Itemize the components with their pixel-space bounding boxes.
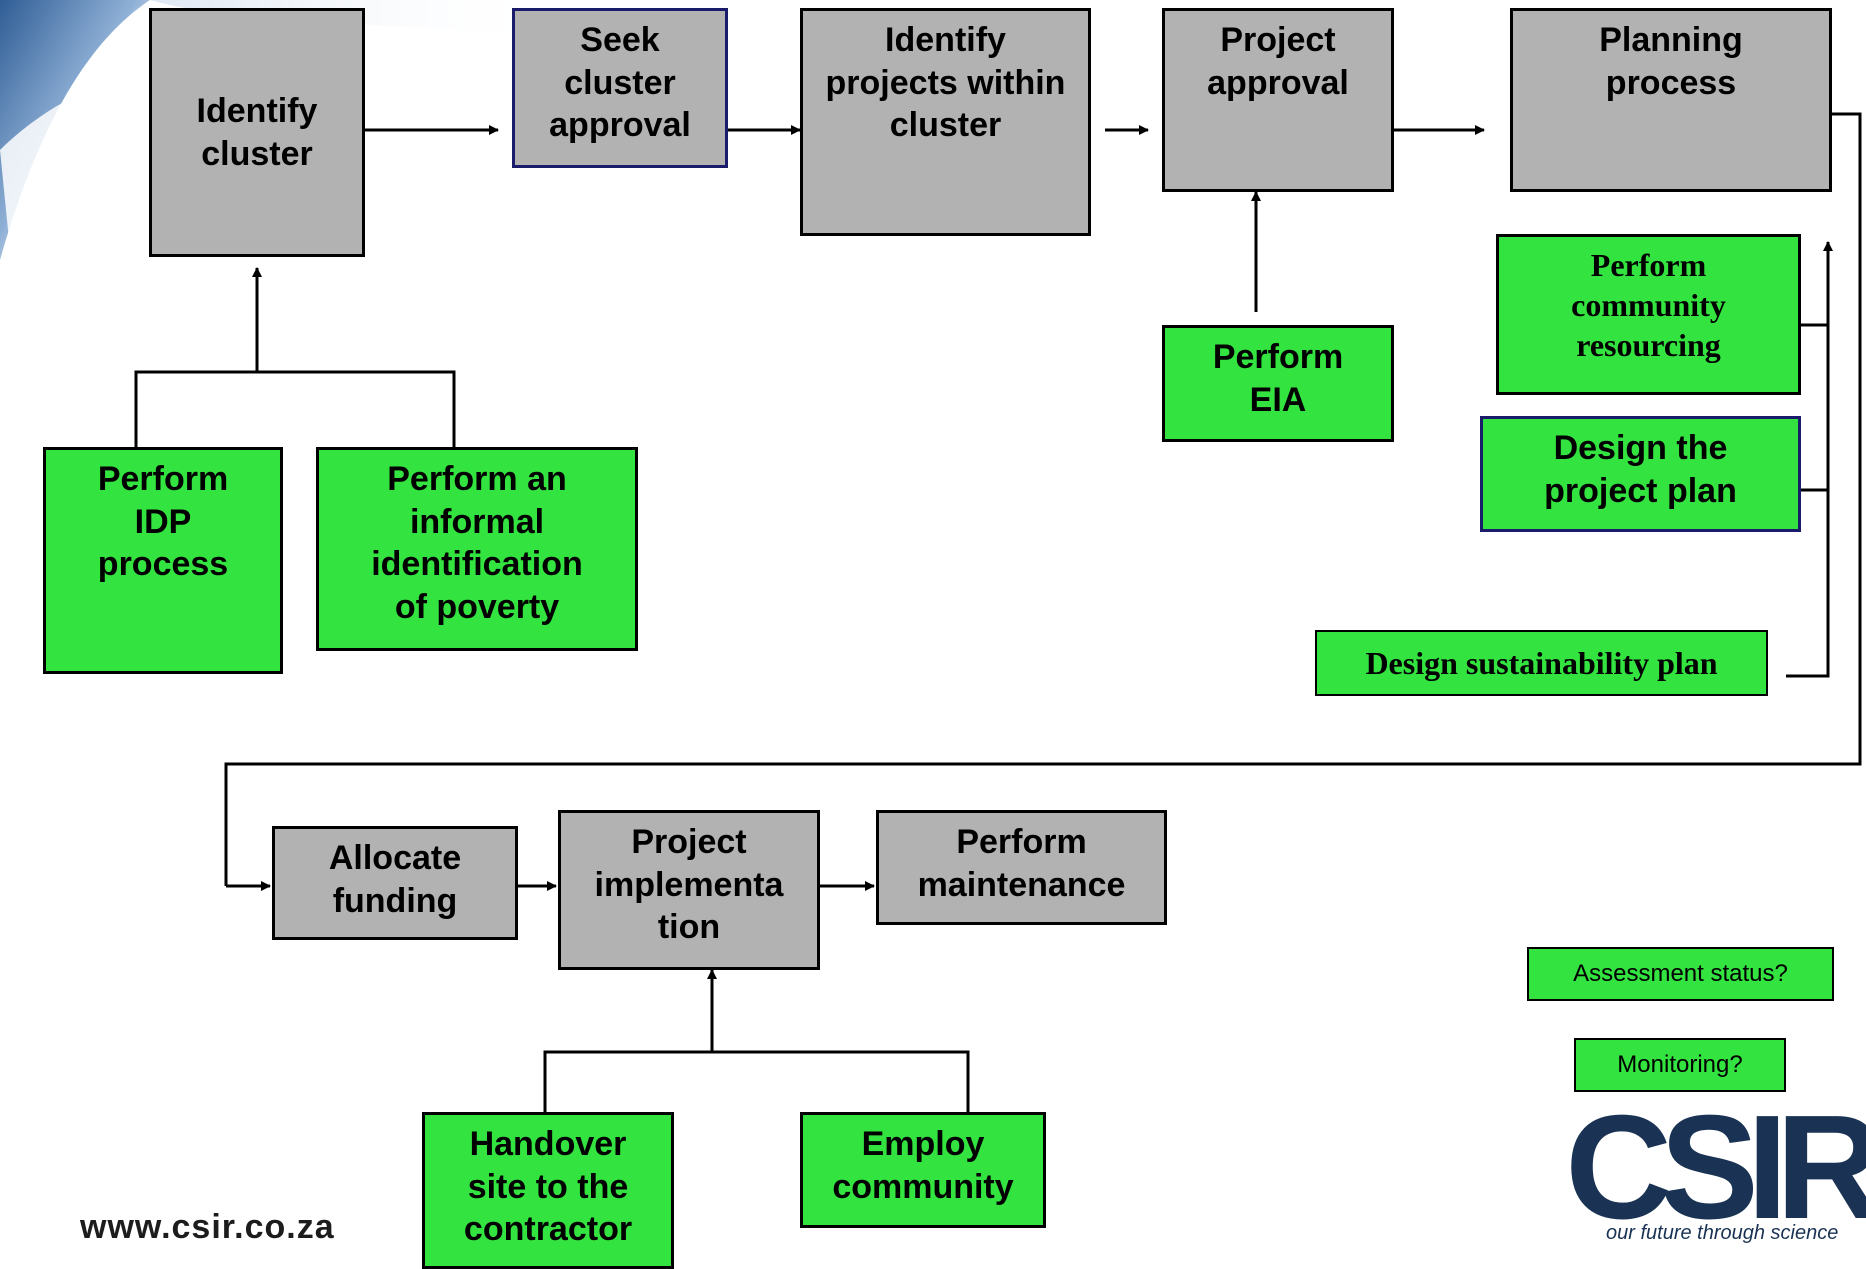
seek-cluster-approval-box: Seek cluster approval (512, 8, 728, 168)
design-project-plan-box: Design the project plan (1480, 416, 1801, 532)
perform-community-resourcing-box: Perform community resourcing (1496, 234, 1801, 395)
design-sustainability-plan-label: Design sustainability plan (1365, 645, 1718, 681)
website-url: www.csir.co.za (80, 1208, 335, 1246)
monitoring-box: Monitoring? (1574, 1038, 1786, 1092)
allocate-funding-box: Allocate funding (272, 826, 518, 940)
perform-maintenance-label: Perform maintenance (917, 823, 1126, 904)
monitoring-label: Monitoring? (1617, 1051, 1743, 1078)
assessment-status-label: Assessment status? (1573, 960, 1788, 987)
project-approval-box: Project approval (1162, 8, 1394, 192)
csir-logo-text: CSIR (1570, 1092, 1866, 1250)
identify-projects-box: Identify projects within cluster (800, 8, 1091, 236)
allocate-funding-label: Allocate funding (328, 839, 462, 920)
planning-process-box: Planning process (1510, 8, 1832, 192)
handover-site-label: Handover site to the contractor (463, 1125, 633, 1248)
perform-eia-box: Perform EIA (1162, 325, 1394, 442)
perform-maintenance-box: Perform maintenance (876, 810, 1167, 925)
perform-informal-label: Perform an informal identification of po… (371, 460, 583, 626)
employ-community-box: Employ community (800, 1112, 1046, 1228)
bracket-handover-employ (543, 1050, 970, 1113)
employ-community-label: Employ community (832, 1125, 1014, 1206)
line-sustainability-right (1786, 242, 1830, 678)
identify-cluster-box: Identify cluster (149, 8, 365, 257)
project-implementation-label: Project implementa tion (594, 823, 784, 946)
perform-informal-box: Perform an informal identification of po… (316, 447, 638, 651)
handover-site-box: Handover site to the contractor (422, 1112, 674, 1269)
loop-planning-to-funding (224, 112, 1862, 886)
project-implementation-box: Project implementa tion (558, 810, 820, 970)
design-sustainability-plan-box: Design sustainability plan (1315, 630, 1768, 696)
perform-eia-label: Perform EIA (1212, 338, 1344, 419)
identify-projects-label: Identify projects within cluster (825, 21, 1066, 144)
planning-process-label: Planning process (1599, 21, 1743, 102)
bracket-idp-informal (134, 370, 456, 448)
perform-idp-label: Perform IDP process (97, 460, 229, 583)
assessment-status-box: Assessment status? (1527, 947, 1834, 1001)
perform-idp-box: Perform IDP process (43, 447, 283, 674)
csir-tagline: our future through science (1606, 1222, 1839, 1244)
seek-cluster-approval-label: Seek cluster approval (549, 21, 691, 144)
identify-cluster-label: Identify cluster (196, 92, 318, 173)
design-project-plan-label: Design the project plan (1544, 429, 1737, 510)
project-approval-label: Project approval (1207, 21, 1349, 102)
perform-community-resourcing-label: Perform community resourcing (1571, 247, 1726, 363)
csir-logo: CSIR (1570, 1092, 1866, 1250)
